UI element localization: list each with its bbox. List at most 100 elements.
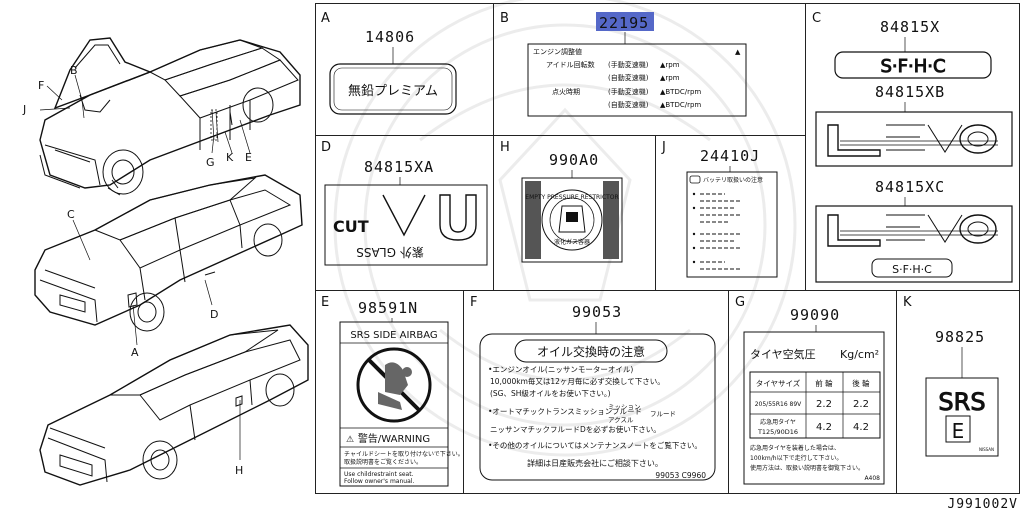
levo-logo-icon bbox=[827, 214, 998, 247]
cell-letter: J bbox=[661, 140, 666, 155]
svg-text:(自動変速機): (自動変速機) bbox=[608, 100, 649, 109]
svg-text:(手動変速機): (手動変速機) bbox=[608, 60, 649, 69]
seal-circle bbox=[541, 189, 603, 251]
cell-letter: G bbox=[735, 295, 745, 310]
oil-title: オイル交換時の注意 bbox=[537, 344, 645, 359]
uv-cut-badge bbox=[324, 184, 488, 266]
svg-text:フルード: フルード bbox=[650, 410, 676, 418]
svg-text:ミッション: ミッション bbox=[608, 403, 641, 411]
callout-E: E bbox=[245, 151, 252, 164]
callout-leaders bbox=[39, 74, 251, 460]
callout-A: A bbox=[131, 346, 139, 359]
cell-G: G 99090 タイヤ空気圧 Kg/cm² タイヤサイズ 前 輪 後 輪 205… bbox=[735, 295, 885, 485]
part-number: 84815XC bbox=[875, 178, 945, 196]
svg-text:応急用タイヤ: 応急用タイヤ bbox=[760, 418, 796, 426]
svg-text:T125/90D16: T125/90D16 bbox=[757, 428, 798, 436]
svg-text:100km/h以下で走行して下さい。: 100km/h以下で走行して下さい。 bbox=[750, 454, 842, 462]
srs-code: NISSAN bbox=[979, 447, 994, 452]
callout-C: C bbox=[67, 208, 75, 221]
sfhc-small-text: S·F·H·C bbox=[892, 263, 932, 276]
cell-B: B 22195 エンジン調整値 ▲ アイドル回転数 (手動変速機) ▲rpm (… bbox=[500, 11, 747, 117]
part-number: 98591N bbox=[358, 299, 418, 317]
levo-logo-icon bbox=[827, 124, 998, 157]
callout-H: H bbox=[235, 464, 243, 477]
svg-text:10,000km毎又は12ヶ月毎に必ず交換して下さい。: 10,000km毎又は12ヶ月毎に必ず交換して下さい。 bbox=[490, 376, 665, 386]
svg-text:▲BTDC/rpm: ▲BTDC/rpm bbox=[660, 88, 701, 96]
svg-text:使用方法は、取扱い説明書を御覧下さい。: 使用方法は、取扱い説明書を御覧下さい。 bbox=[750, 464, 864, 472]
battery-header: バッテリ取扱いの注意 bbox=[703, 176, 763, 184]
part-number: 84815XA bbox=[364, 158, 434, 176]
svg-text:2.2: 2.2 bbox=[816, 399, 832, 410]
sfhc-small-badge bbox=[871, 258, 953, 278]
svg-text:(自動変速機): (自動変速機) bbox=[608, 73, 649, 82]
hatch-right bbox=[603, 181, 619, 259]
cut-text: CUT bbox=[333, 217, 369, 236]
srs-e-text: E bbox=[952, 419, 965, 443]
part-number: 99053 bbox=[572, 303, 622, 321]
callout-F: F bbox=[38, 79, 44, 92]
cell-A: A 14806 無鉛プレミアム bbox=[321, 11, 457, 115]
oil-code: 99053 C9960 bbox=[655, 471, 706, 480]
battery-warning-lines bbox=[700, 193, 742, 270]
part-number: 990A0 bbox=[549, 151, 599, 169]
car-sedan bbox=[34, 174, 303, 332]
airbag-label bbox=[339, 321, 449, 487]
svg-text:チャイルドシートを取り付けないで下さい。: チャイルドシートを取り付けないで下さい。 bbox=[344, 450, 464, 458]
part-number: 98825 bbox=[935, 328, 985, 346]
cell-letter: F bbox=[470, 295, 477, 310]
part-number: 84815XB bbox=[875, 83, 945, 101]
battery-icon bbox=[689, 175, 701, 184]
svg-text:(手動変速機): (手動変速機) bbox=[608, 87, 649, 96]
srs-text: SRS bbox=[938, 388, 985, 416]
svg-text:205/55R16 89V: 205/55R16 89V bbox=[755, 401, 802, 408]
levo-emblem-2 bbox=[815, 205, 1013, 283]
car-coupe bbox=[39, 324, 309, 486]
warning-triangle-icon: ⚠ bbox=[346, 435, 354, 445]
part-number: 24410J bbox=[700, 147, 760, 165]
seal-top-text: EMPTY PRESSURE RESTRICTOR bbox=[525, 194, 618, 201]
hatch-left bbox=[525, 181, 541, 259]
sfhc-badge bbox=[834, 51, 992, 79]
cell-letter: A bbox=[321, 11, 330, 26]
svg-text:4.2: 4.2 bbox=[853, 422, 869, 433]
cell-H: H 990A0 EMPTY PRESSURE RESTRICTOR 液化ガス容器 bbox=[500, 140, 623, 263]
cell-F: F 99053 オイル交換時の注意 •エンジンオイル(ニッサンモーターオイル) … bbox=[470, 295, 716, 481]
parts-grid bbox=[315, 3, 1020, 494]
cell-D: D 84815XA CUT 紫外 GLASS bbox=[321, 140, 488, 266]
sfhc-text: S·F·H·C bbox=[880, 56, 945, 77]
cell-letter: C bbox=[812, 11, 821, 26]
seal-bottom-text: 液化ガス容器 bbox=[554, 238, 590, 246]
callout-K: K bbox=[226, 151, 234, 164]
part-number: 22195 bbox=[599, 14, 649, 32]
label-outline bbox=[329, 63, 457, 115]
svg-text:▲BTDC/rpm: ▲BTDC/rpm bbox=[660, 101, 701, 109]
svg-text:▲rpm: ▲rpm bbox=[660, 74, 680, 82]
cell-E: E 98591N SRS SIDE AIRBAG 警告/WARNING ⚠ チャ… bbox=[321, 295, 464, 487]
tire-title: タイヤ空気圧 bbox=[750, 347, 816, 361]
callout-B: B bbox=[70, 64, 78, 77]
svg-text:Follow owner's manual.: Follow owner's manual. bbox=[344, 478, 414, 485]
battery-label bbox=[686, 171, 778, 278]
callout-D: D bbox=[210, 308, 218, 321]
tire-unit: Kg/cm² bbox=[840, 348, 879, 361]
part-number: 84815X bbox=[880, 18, 940, 36]
levo-emblem-1 bbox=[815, 111, 1013, 167]
engine-rows: アイドル回転数 (手動変速機) ▲rpm (自動変速機) ▲rpm 点火時期 (… bbox=[546, 60, 701, 109]
svg-text:•エンジンオイル(ニッサンモーターオイル): •エンジンオイル(ニッサンモーターオイル) bbox=[488, 365, 633, 374]
svg-text:(SG、SH級オイルをお使い下さい。): (SG、SH級オイルをお使い下さい。) bbox=[490, 388, 611, 398]
svg-text:点火時期: 点火時期 bbox=[552, 88, 580, 96]
tire-pressure-label bbox=[743, 331, 885, 485]
warning-triangle-icon: ▲ bbox=[735, 48, 741, 56]
svg-text:後 輪: 後 輪 bbox=[852, 378, 870, 388]
label-title: エンジン調整値 bbox=[533, 47, 582, 56]
svg-text:取扱説明書をご覧ください。: 取扱説明書をご覧ください。 bbox=[344, 458, 422, 466]
diagram-id: J991002V bbox=[947, 497, 1018, 510]
uv-mark-icon bbox=[382, 194, 426, 237]
oil-label bbox=[479, 333, 716, 481]
oil-footer: 詳細は日産販売会社にご相談下さい。 bbox=[527, 458, 663, 468]
cell-letter: K bbox=[903, 295, 912, 310]
svg-text:4.2: 4.2 bbox=[816, 422, 832, 433]
watermark-emblem bbox=[333, 0, 797, 457]
part-number: 14806 bbox=[365, 28, 415, 46]
svg-text:Use childrestraint seat.: Use childrestraint seat. bbox=[344, 471, 414, 478]
